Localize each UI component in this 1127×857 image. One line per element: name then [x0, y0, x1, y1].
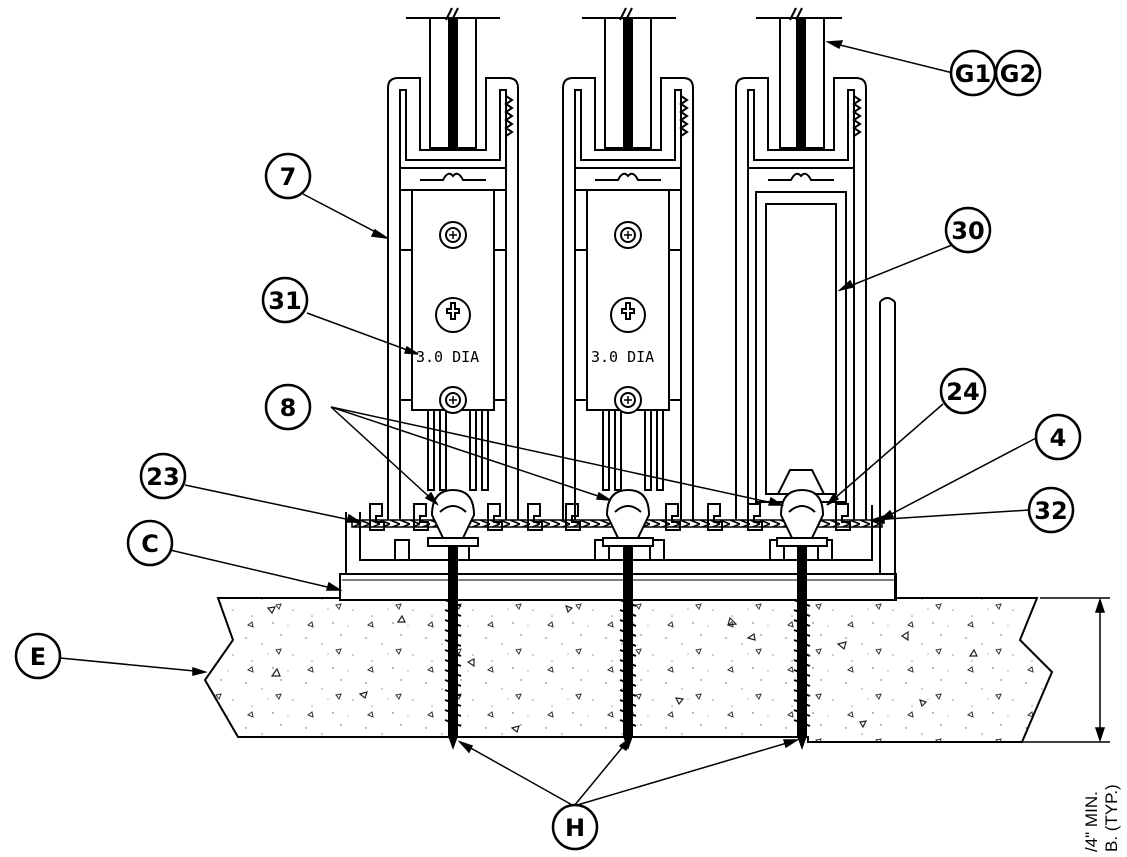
callout-g2: G2 — [994, 49, 1042, 97]
callout-label-c: C — [141, 530, 159, 558]
callout-label-e: E — [30, 643, 46, 671]
callout-g1: G1 — [949, 49, 997, 97]
callout-label-32: 32 — [1034, 497, 1067, 525]
post-profile-1 — [387, 77, 519, 520]
screw-dia-label-middle: 3.0 DIA — [591, 348, 654, 366]
callout-label-30: 30 — [951, 217, 984, 245]
dimension-text-line-2: B. (TYP.) — [1102, 784, 1121, 852]
callout-e: E — [14, 632, 62, 680]
callout-32: 32 — [1027, 486, 1075, 534]
leader-lines — [59, 40, 1039, 807]
callout-7: 7 — [264, 152, 312, 200]
glass-panels — [406, 7, 842, 149]
insert-screws-left — [435, 221, 471, 414]
callout-label-g2: G2 — [1000, 60, 1036, 88]
callout-h: H — [551, 803, 599, 851]
embedment-dimension — [810, 597, 1110, 743]
screw-dia-label-left: 3.0 DIA — [416, 348, 479, 366]
callout-24: 24 — [939, 367, 987, 415]
callout-8: 8 — [264, 383, 312, 431]
dimension-text-line-1: /4" MIN. — [1082, 791, 1101, 852]
callout-label-23: 23 — [146, 463, 179, 491]
anchor-screws — [427, 488, 828, 750]
callout-label-8: 8 — [280, 394, 297, 422]
edge-angle — [879, 297, 896, 601]
callout-label-24: 24 — [946, 378, 979, 406]
callout-4: 4 — [1034, 413, 1082, 461]
callout-label-31: 31 — [268, 287, 301, 315]
callout-label-4: 4 — [1050, 424, 1067, 452]
callout-c: C — [126, 519, 174, 567]
callout-30: 30 — [944, 206, 992, 254]
callout-label-g1: G1 — [955, 60, 991, 88]
callout-31: 31 — [261, 276, 309, 324]
callout-label-h: H — [565, 814, 585, 842]
callout-23: 23 — [139, 452, 187, 500]
callout-label-7: 7 — [280, 163, 297, 191]
insert-screws-middle — [610, 221, 646, 414]
embedment-dimension-label: /4" MIN. B. (TYP.) — [1082, 784, 1121, 852]
